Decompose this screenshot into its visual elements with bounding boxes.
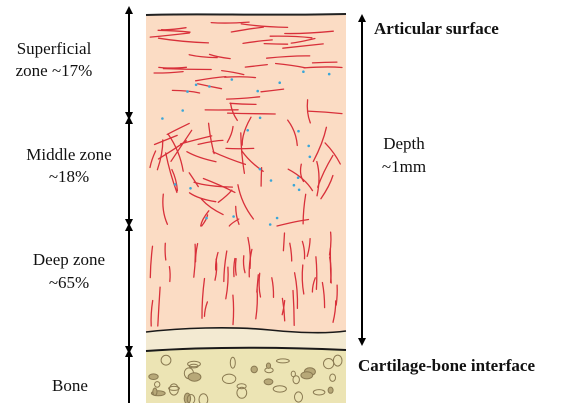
chondrocyte-dot (276, 217, 279, 220)
chondrocyte-dot (161, 117, 164, 120)
cartilage-bone-interface-label: Cartilage-bone interface (358, 355, 535, 376)
superficial-zone-label-line1: Superficial (6, 38, 102, 59)
chondrocyte-dot (269, 223, 272, 226)
chondrocyte-dot (259, 117, 262, 120)
chondrocyte-dot (307, 145, 310, 148)
collagen-fiber (236, 259, 237, 276)
collagen-fiber (233, 295, 234, 325)
chondrocyte-dot (208, 85, 211, 88)
depth-label-line2: ~1mm (368, 156, 440, 177)
bone-pore (153, 388, 157, 395)
collagen-fiber (159, 67, 187, 68)
chondrocyte-dot (195, 84, 198, 87)
chondrocyte-dot (328, 73, 331, 76)
chondrocyte-dot (246, 129, 249, 132)
chondrocyte-dot (259, 168, 262, 171)
collagen-fiber (165, 243, 166, 260)
chondrocyte-dot (293, 184, 296, 187)
chondrocyte-dot (232, 215, 235, 218)
deep-zone-label-line1: Deep zone (14, 249, 124, 270)
middle-zone-label-line2: ~18% (14, 166, 124, 187)
chondrocyte-dot (231, 78, 234, 81)
depth-label-line1: Depth (368, 133, 440, 154)
chondrocyte-dot (189, 187, 192, 190)
collagen-fiber (264, 44, 287, 45)
bone-pore (301, 372, 313, 379)
chondrocyte-dot (297, 176, 300, 179)
chondrocyte-dot (270, 179, 273, 182)
chondrocyte-dot (174, 183, 177, 186)
bone-pore (266, 363, 270, 368)
bone-pore (328, 387, 333, 393)
chondrocyte-dot (302, 70, 305, 73)
chondrocyte-dot (256, 90, 259, 93)
collagen-fiber (169, 267, 170, 282)
chondrocyte-dot (186, 90, 189, 93)
chondrocyte-dot (297, 130, 300, 133)
deep-zone-label-line2: ~65% (14, 272, 124, 293)
chondrocyte-dot (298, 189, 301, 192)
bone-pore (188, 373, 201, 381)
bone-pore (149, 374, 158, 380)
articular-surface-label: Articular surface (374, 18, 499, 39)
articular-surface-line (146, 14, 346, 15)
collagen-fiber (261, 168, 262, 186)
chondrocyte-dot (278, 81, 281, 84)
bone-label: Bone (30, 375, 110, 396)
bone-pore (264, 379, 273, 385)
chondrocyte-dot (205, 217, 208, 220)
bone-pore (251, 366, 257, 373)
collagen-fiber (313, 62, 337, 63)
chondrocyte-dot (181, 109, 184, 112)
middle-zone-label-line1: Middle zone (14, 144, 124, 165)
chondrocyte-dot (309, 156, 312, 159)
superficial-zone-label-line2: zone ~17% (4, 60, 104, 81)
